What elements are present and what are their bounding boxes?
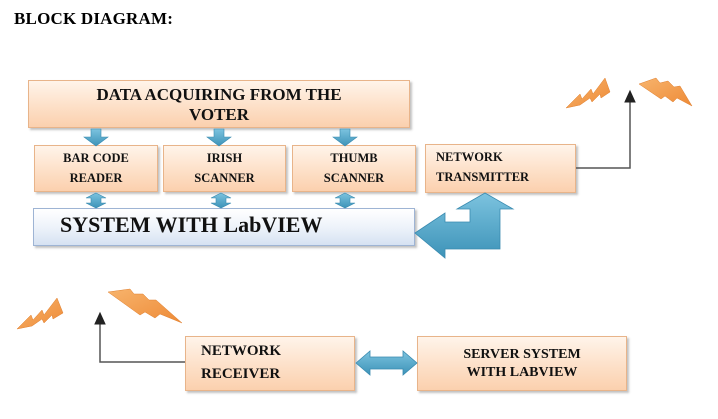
bar-code-reader-line1: BAR CODE (63, 151, 129, 165)
system-labview-label: SYSTEM WITH LabVIEW (60, 212, 323, 237)
up-down-arrow-icon (210, 192, 232, 209)
bent-arrow-icon (414, 192, 515, 259)
network-receiver-line2: RECEIVER (201, 366, 281, 382)
server-system-line1: SERVER SYSTEM (463, 347, 581, 362)
network-receiver-box: NETWORK RECEIVER (185, 336, 355, 391)
thumb-scanner-line1: THUMB (330, 151, 378, 165)
network-transmitter-line2: TRANSMITTER (436, 170, 530, 184)
lightning-bolt-icon (16, 297, 64, 330)
lightning-bolt-icon (565, 77, 611, 109)
server-system-line2: WITH LABVIEW (466, 365, 578, 380)
bar-code-reader-line2: READER (69, 171, 123, 185)
irish-scanner-line2: SCANNER (194, 171, 255, 185)
antenna-arrow-icon (576, 89, 636, 169)
down-arrow-icon (206, 128, 232, 147)
irish-scanner-line1: IRISH (206, 151, 243, 165)
thumb-scanner-box: THUMB SCANNER (292, 145, 416, 192)
lightning-bolt-icon (638, 77, 693, 107)
network-transmitter-line1: NETWORK (436, 150, 503, 164)
down-arrow-icon (83, 128, 109, 147)
data-acquiring-box: DATA ACQUIRING FROM THE VOTER (28, 80, 410, 128)
system-labview-box: SYSTEM WITH LabVIEW (33, 208, 415, 246)
network-receiver-line1: NETWORK (201, 343, 282, 359)
antenna-arrow-icon (94, 311, 185, 363)
diagram-title: BLOCK DIAGRAM: (14, 9, 174, 28)
server-system-box: SERVER SYSTEM WITH LABVIEW (417, 336, 627, 391)
network-transmitter-box: NETWORK TRANSMITTER (425, 144, 576, 193)
down-arrow-icon (332, 128, 358, 147)
up-down-arrow-icon (334, 192, 356, 209)
lightning-bolt-icon (107, 288, 183, 324)
data-acquiring-line2: VOTER (188, 105, 250, 124)
up-down-arrow-icon (85, 192, 107, 209)
data-acquiring-line1: DATA ACQUIRING FROM THE (96, 85, 342, 104)
thumb-scanner-line2: SCANNER (323, 171, 385, 185)
left-right-arrow-icon (355, 350, 418, 376)
irish-scanner-box: IRISH SCANNER (163, 145, 286, 192)
